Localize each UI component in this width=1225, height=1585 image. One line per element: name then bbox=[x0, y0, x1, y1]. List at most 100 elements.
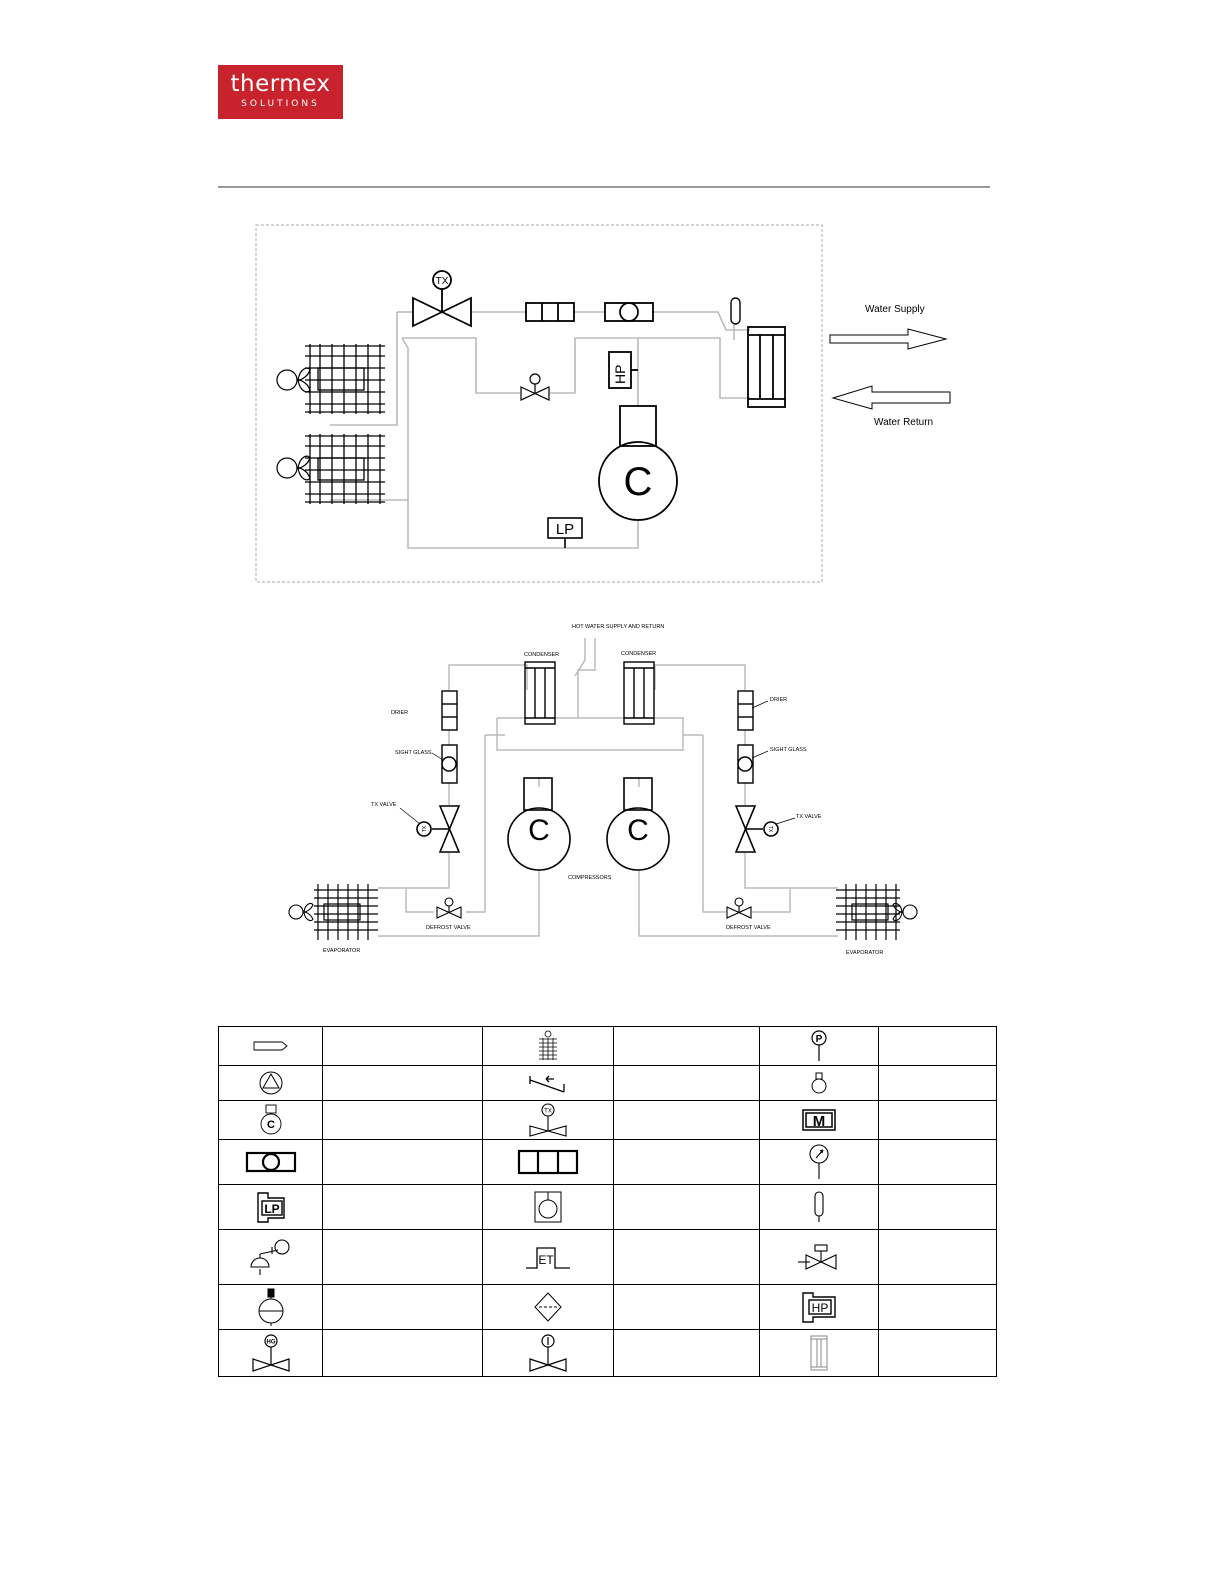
legend-symbol-cell: P bbox=[759, 1026, 879, 1066]
legend-symbol-cell: ET bbox=[482, 1229, 614, 1285]
water-supply-label: Water Supply bbox=[865, 304, 925, 315]
legend-desc-cell bbox=[878, 1229, 997, 1285]
evaporator-coil-left bbox=[314, 884, 378, 940]
drier-right-label: DRIER bbox=[770, 697, 787, 703]
legend-symbol-cell bbox=[218, 1229, 323, 1285]
legend-desc-cell bbox=[322, 1284, 483, 1330]
evaporator-coil-lower bbox=[305, 434, 385, 504]
float-valve-icon bbox=[258, 1288, 283, 1326]
defrost-valve-right-label: DEFROST VALVE bbox=[726, 925, 771, 931]
evaporator-left-label: EVAPORATOR bbox=[323, 948, 360, 954]
drier-icon bbox=[737, 690, 754, 731]
evaporator-right-label: EVAPORATOR bbox=[846, 950, 883, 956]
diagram-single-circuit: TX HP C LP Water Supp bbox=[255, 224, 951, 583]
legend-desc-cell bbox=[322, 1065, 483, 1101]
drier-icon bbox=[441, 690, 458, 731]
sight-glass-icon bbox=[604, 302, 654, 322]
d1-compressor-letter: C bbox=[624, 460, 653, 504]
fan-icon bbox=[276, 455, 311, 481]
tx-valve-small-icon: TX bbox=[529, 1103, 567, 1137]
sight-glass-legend-icon bbox=[245, 1151, 296, 1173]
legend-symbol-cell: C bbox=[218, 1100, 323, 1140]
legend-desc-cell bbox=[878, 1284, 997, 1330]
legend-m-tag: M bbox=[813, 1113, 826, 1130]
pressure-gauge-icon bbox=[809, 1144, 829, 1179]
legend-desc-cell bbox=[322, 1229, 483, 1285]
legend-desc-cell bbox=[613, 1184, 760, 1230]
d1-tx-label: TX bbox=[436, 276, 449, 287]
hp-switch-legend-icon: HP bbox=[802, 1292, 836, 1323]
tx-valve-icon bbox=[412, 270, 472, 328]
compressor-icon bbox=[598, 405, 678, 521]
legend-symbol-cell bbox=[482, 1329, 614, 1377]
water-supply-arrow bbox=[829, 328, 948, 350]
hp-switch-icon bbox=[608, 351, 638, 389]
legend-desc-cell bbox=[613, 1284, 760, 1330]
legend-symbol-cell bbox=[759, 1065, 879, 1101]
legend-desc-cell bbox=[878, 1100, 997, 1140]
logo-sub: SOLUTIONS bbox=[241, 99, 320, 109]
legend-desc-cell bbox=[613, 1229, 760, 1285]
legend-symbol-cell bbox=[759, 1229, 879, 1285]
condenser-icon bbox=[747, 326, 786, 408]
drier-left-label: DRIER bbox=[391, 710, 408, 716]
condenser-legend-icon bbox=[810, 1335, 828, 1371]
motor-icon: M bbox=[802, 1109, 836, 1131]
compressor-icon bbox=[606, 777, 670, 871]
d1-hp-label: HP bbox=[612, 365, 628, 384]
lp-switch-legend-icon: LP bbox=[256, 1192, 285, 1223]
tx-valve-left-label: TX VALVE bbox=[371, 802, 397, 808]
legend-symbol-cell: LP bbox=[218, 1184, 323, 1230]
condenser-right-label: CONDENSER bbox=[621, 651, 656, 657]
compressor-icon bbox=[507, 777, 571, 871]
fan-icon bbox=[288, 902, 314, 922]
legend-desc-cell bbox=[878, 1139, 997, 1185]
legend-tx-tag: TX bbox=[544, 1109, 552, 1115]
hot-gas-valve-icon bbox=[520, 373, 550, 401]
legend-desc-cell bbox=[322, 1329, 483, 1377]
table-row: ET bbox=[218, 1229, 997, 1285]
tx-valve-right-tag: TX bbox=[767, 826, 773, 833]
legend-desc-cell bbox=[878, 1329, 997, 1377]
compressor-small-icon: C bbox=[260, 1104, 281, 1135]
d2-compressor-letter-right: C bbox=[627, 814, 649, 847]
table-row: C TX M bbox=[218, 1100, 997, 1140]
legend-symbol-cell bbox=[218, 1284, 323, 1330]
table-row: LP bbox=[218, 1184, 997, 1230]
thermometer-icon bbox=[814, 1191, 824, 1222]
legend-symbol-cell: M bbox=[759, 1100, 879, 1140]
sight-glass-icon bbox=[737, 744, 754, 784]
legend-desc-cell bbox=[613, 1329, 760, 1377]
legend-symbol-cell bbox=[482, 1026, 614, 1066]
legend-desc-cell bbox=[613, 1139, 760, 1185]
pump-icon bbox=[259, 1071, 282, 1095]
sight-glass-icon bbox=[441, 744, 458, 784]
accumulator-icon bbox=[534, 1191, 562, 1223]
legend-desc-cell bbox=[613, 1100, 760, 1140]
legend-et-tag: ET bbox=[538, 1253, 554, 1267]
table-row: HP bbox=[218, 1284, 997, 1330]
symbol-legend-table: P C bbox=[218, 1026, 997, 1377]
d1-lp-label: LP bbox=[556, 521, 574, 538]
legend-symbol-cell bbox=[482, 1184, 614, 1230]
condenser-icon bbox=[623, 661, 655, 725]
legend-symbol-cell bbox=[482, 1284, 614, 1330]
table-row bbox=[218, 1065, 997, 1101]
legend-symbol-cell: HP bbox=[759, 1284, 879, 1330]
fan-icon bbox=[892, 902, 918, 922]
table-row bbox=[218, 1139, 997, 1185]
hot-gas-valve-legend-icon: HG bbox=[251, 1334, 290, 1372]
legend-symbol-cell bbox=[759, 1329, 879, 1377]
legend-desc-cell bbox=[878, 1026, 997, 1066]
legend-desc-cell bbox=[613, 1065, 760, 1101]
legend-desc-cell bbox=[878, 1065, 997, 1101]
check-valve-icon bbox=[529, 1075, 565, 1093]
tx-valve-left-tag: TX bbox=[422, 825, 428, 832]
thermometer-bulb-icon bbox=[730, 297, 741, 325]
legend-desc-cell bbox=[322, 1026, 483, 1066]
tx-valve-icon bbox=[734, 805, 779, 853]
logo-brand: thermex bbox=[230, 71, 331, 97]
legend-desc-cell bbox=[613, 1026, 760, 1066]
condenser-icon bbox=[524, 661, 556, 725]
legend-lp-tag: LP bbox=[264, 1202, 279, 1216]
